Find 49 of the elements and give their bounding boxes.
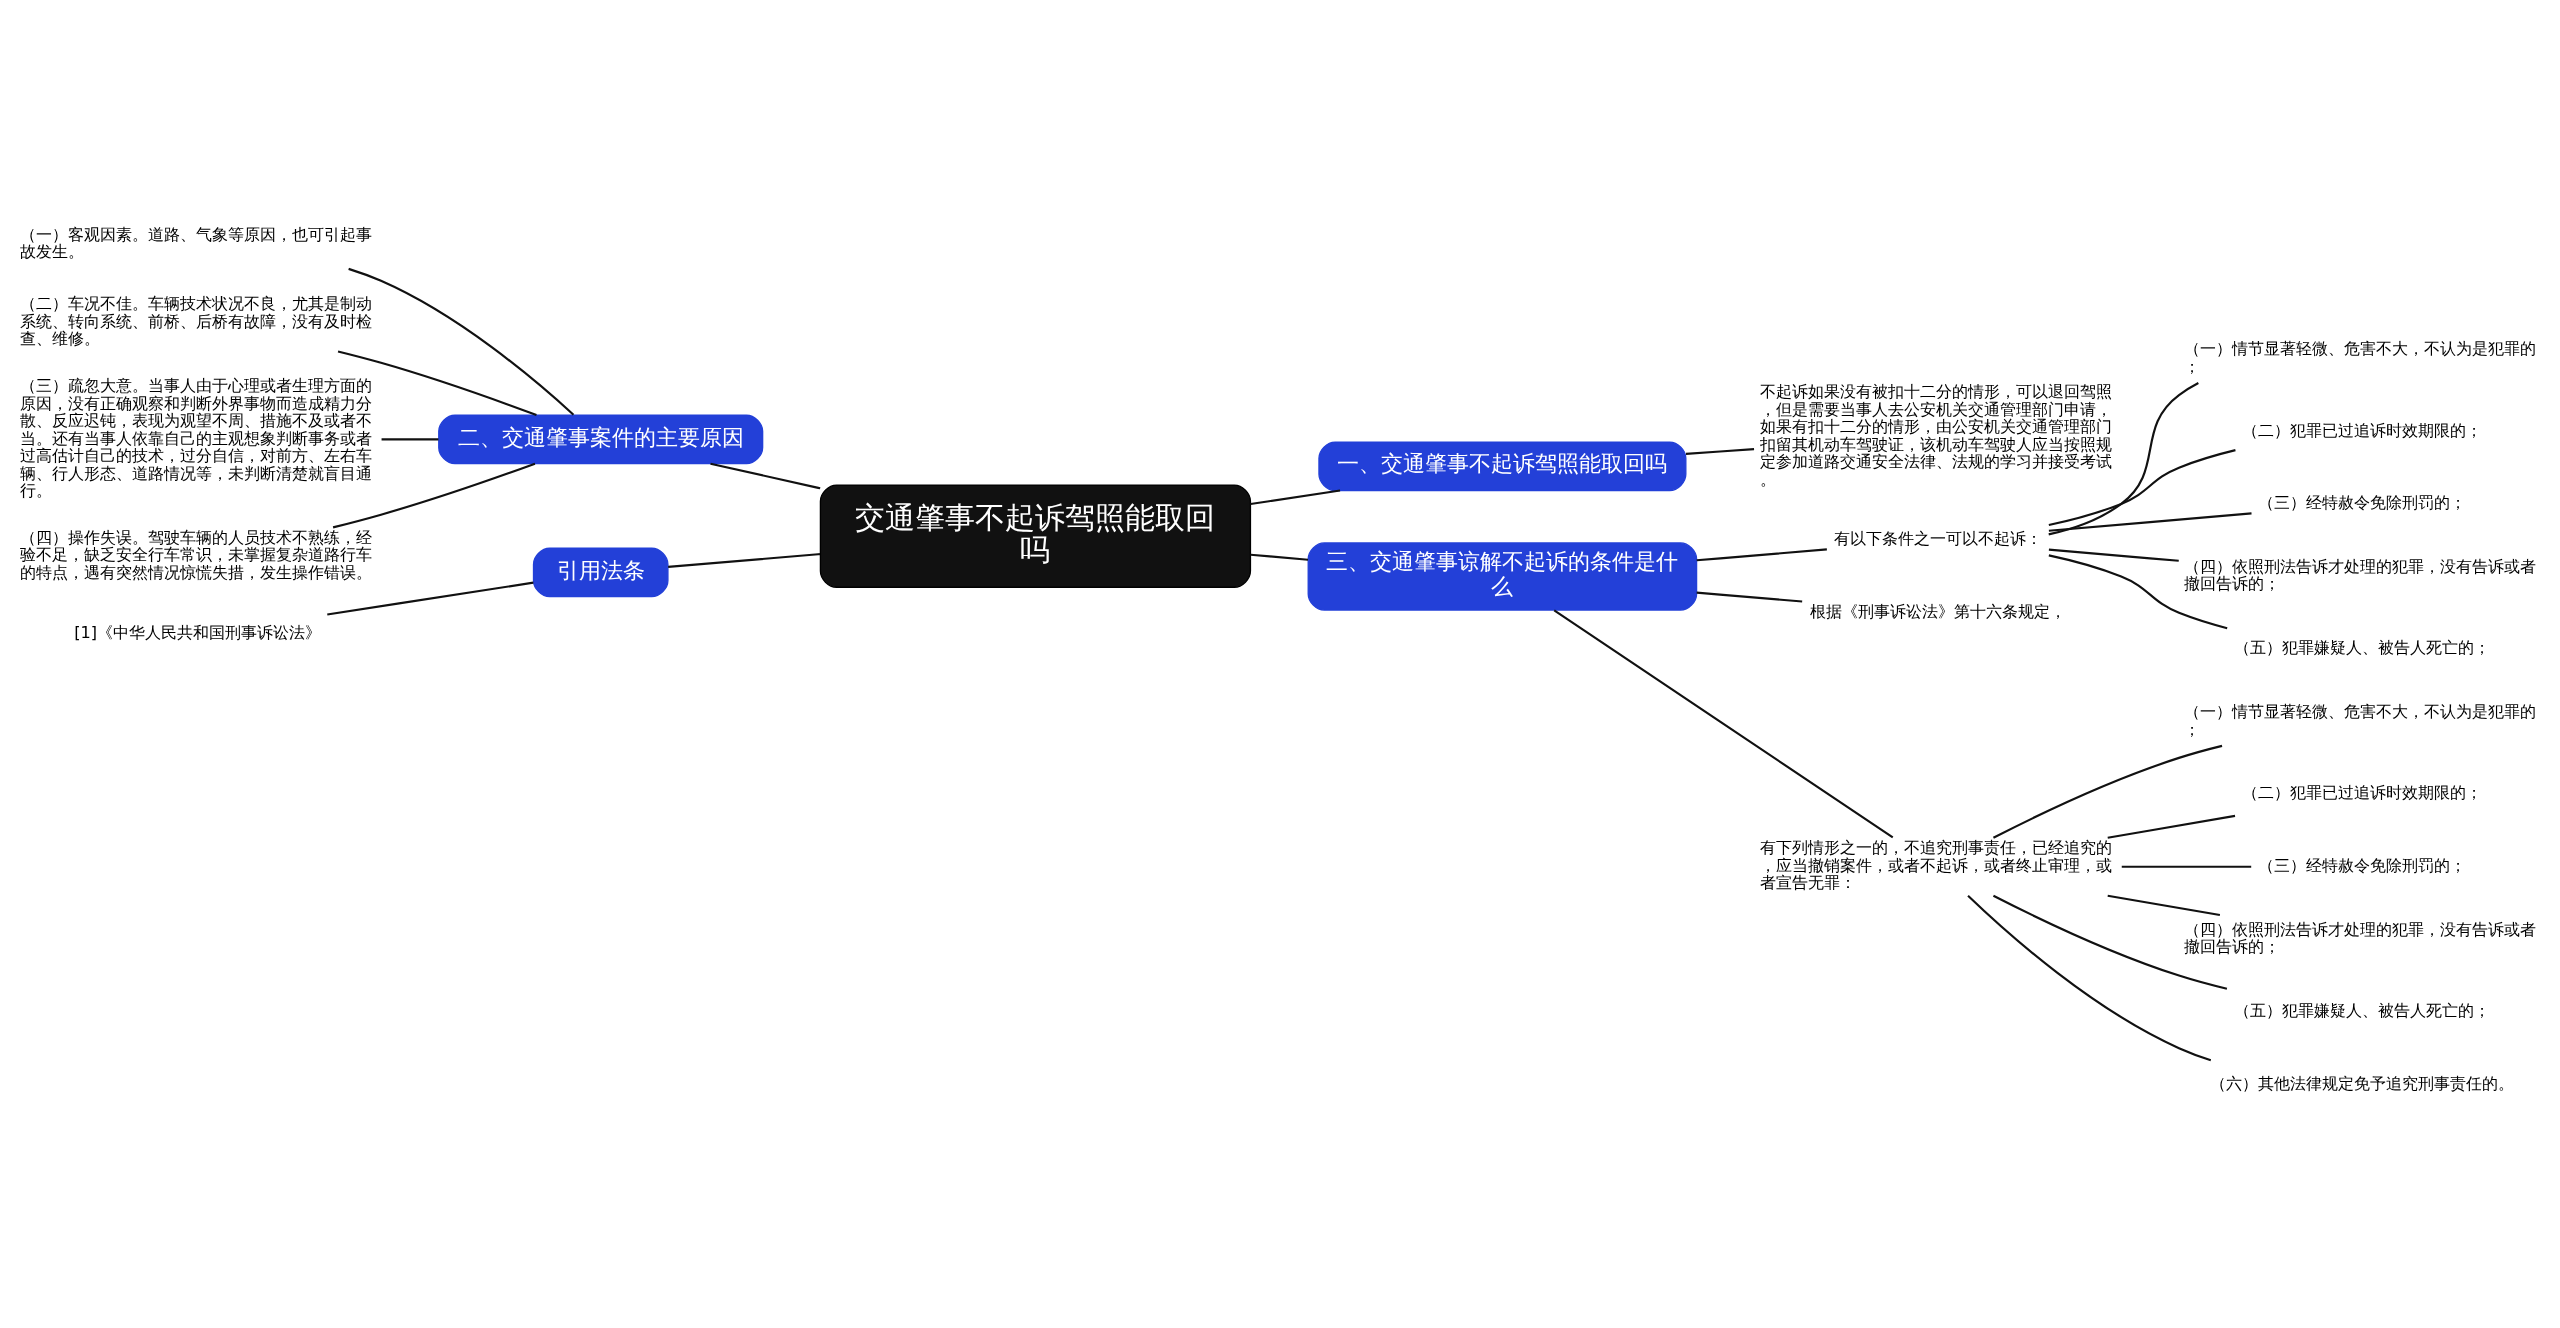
connector [2048,381,2199,535]
node-box: 交通肇事不起诉驾照能取回吗 [819,483,1252,588]
connector [1685,447,1755,455]
node-box: 一、交通肇事不起诉驾照能取回吗 [1318,440,1687,491]
node-text: （四）依照刑法告诉才处理的犯罪，没有告诉或者撤回告诉的； [2184,556,2537,593]
node-text: （一）情节显著轻微、危害不大，不认为是犯罪的； [2184,701,2537,739]
node-text: （一）客观因素。道路、气象等原因，也可引起事故发生。 [19,224,372,261]
node-text: （二）犯罪已过追诉时效期限的； [2242,420,2483,440]
node-text: （三）经特赦令免除刑罚的； [2258,492,2467,512]
connector [327,581,534,616]
node-text: （二）车况不佳。车辆技术状况不良，尤其是制动系统、转向系统、前桥、后桥有故障，没有及时检查、维修。 [19,293,372,348]
connector [1250,553,1309,561]
node-text: （五）犯罪嫌疑人、被告人死亡的； [2234,1000,2491,1020]
connector [1967,894,2212,1061]
node-text: （五）犯罪嫌疑人、被告人死亡的； [2234,637,2491,657]
connector [1553,608,1894,838]
connector [337,349,537,416]
node-text: 根据《刑事诉讼法》第十六条规定， [1809,601,2066,621]
node-text: （三）疏忽大意。当事人由于心理或者生理方面的原因，没有正确观察和判断外界事物而造成精力分散、反应迟钝，表现为观望不周、措施不及或者不当。还有当事人依靠自己的主观想象判断事务或者过高估计自己的技术，过分自信，对前方、左右车辆、行人形态、道路情况等，未判断清楚就盲目通行。 [19,375,372,500]
node-text: （三）经特赦令免除刑罚的； [2258,855,2467,875]
node-text: （四）操作失误。驾驶车辆的人员技术不熟练，经验不足，缺乏安全行车常识，未掌握复杂道路行车的特点，遇有突然情况惊慌失措，发生操作错误。 [19,527,372,582]
node-text: （二）犯罪已过追诉时效期限的； [2242,782,2483,802]
node-box: 引用法条 [532,547,669,597]
node-text: （四）依照刑法告诉才处理的犯罪，没有告诉或者撤回告诉的； [2184,919,2537,956]
connector [381,437,439,440]
connector [348,267,575,416]
node-text: （一）情节显著轻微、危害不大，不认为是犯罪的； [2184,338,2537,376]
connector [1992,894,2228,990]
connector [2048,511,2252,532]
node-text: （六）其他法律规定免予追究刑事责任的。 [2210,1073,2515,1093]
node-text: 有以下条件之一可以不起诉： [1833,528,2042,548]
connector [332,462,536,528]
node-text: [1]《中华人民共和国刑事诉讼法》 [74,622,321,642]
connector [710,462,821,489]
connector [1696,547,1827,561]
connector [1992,744,2223,839]
connector [2107,894,2221,916]
connector [1250,488,1341,505]
node-box: 三、交通肇事谅解不起诉的条件是什么 [1307,541,1698,611]
connector [668,552,821,568]
connector [2048,548,2179,562]
connector [2048,448,2236,526]
node-text: 有下列情形之一的，不追究刑事责任，已经追究的，应当撤销案件，或者不起诉，或者终止审理，或者宣告无罪： [1759,837,2112,892]
connector [2121,865,2252,868]
connector [2107,814,2236,839]
connector [2048,553,2228,629]
node-box: 二、交通肇事案件的主要原因 [438,414,764,464]
connector [1696,591,1803,603]
node-text: 不起诉如果没有被扣十二分的情形，可以退回驾照，但是需要当事人去公安机关交通管理部门申请，如果有扣十二分的情形，由公安机关交通管理部门扣留其机动车驾驶证，该机动车驾驶人应当按照规定参加道路交通安全法律、法规的学习并接受考试。 [1759,381,2112,489]
